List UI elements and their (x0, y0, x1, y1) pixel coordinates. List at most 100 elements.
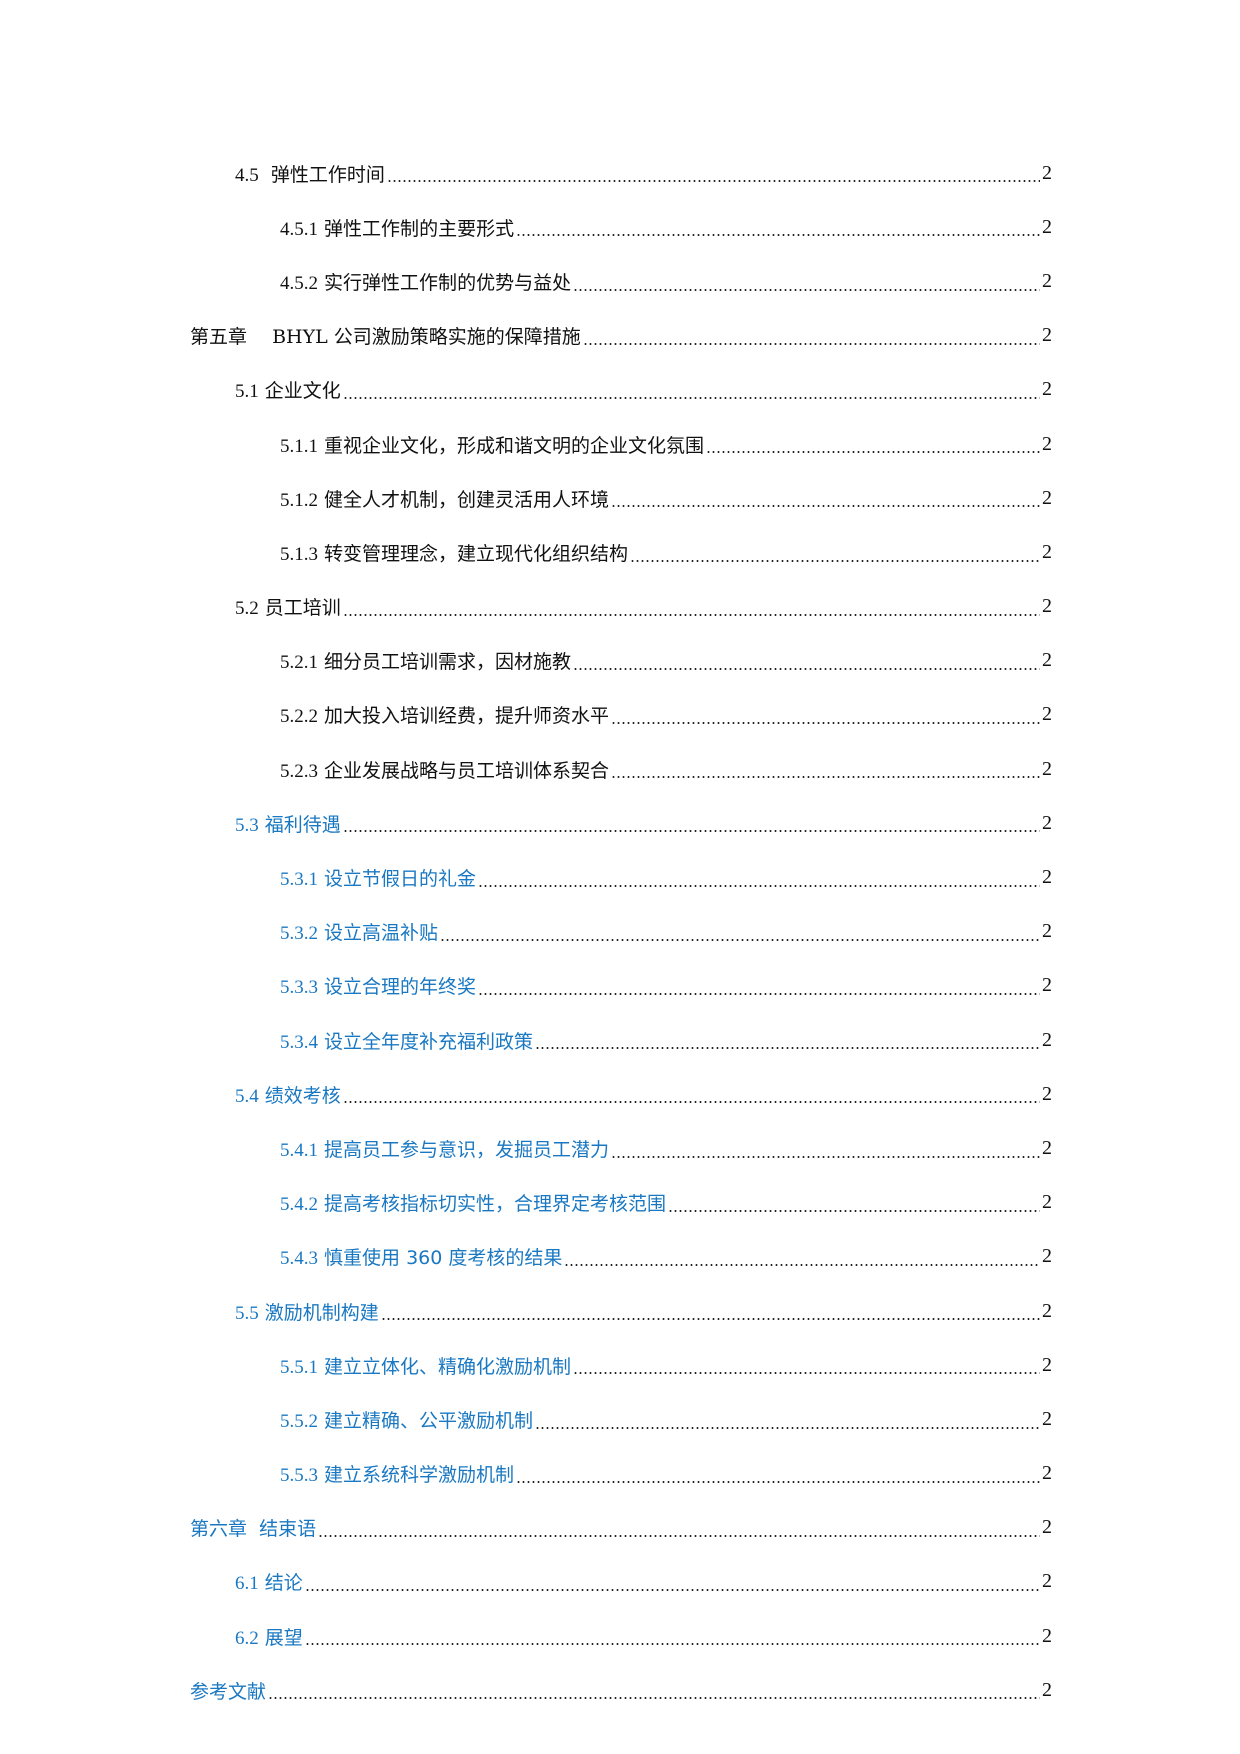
dot-leader (304, 1643, 1040, 1646)
toc-entry-number: 6.2 (235, 1627, 259, 1649)
toc-entry-number: 第五章 (190, 327, 248, 349)
toc-entry-label: 5.4.3 慎重使用 360 度考核的结果 (280, 1243, 562, 1270)
toc-entry-6.1[interactable]: 6.1 结论 2 (0, 1555, 1240, 1609)
toc-entry-第六章[interactable]: 第六章 结束语 2 (0, 1501, 1240, 1555)
toc-entry-page-number: 2 (1042, 595, 1052, 618)
dot-leader (516, 234, 1040, 237)
toc-entry-label: 5.3.1 设立节假日的礼金 (280, 864, 476, 891)
toc-entry-title: 激励机制构建 (264, 1301, 379, 1324)
dot-leader (342, 396, 1040, 399)
dot-leader (630, 559, 1040, 562)
dot-leader (611, 722, 1040, 725)
toc-entry-5.1.1[interactable]: 5.1.1 重视企业文化，形成和谐文明的企业文化氛围 2 (0, 417, 1240, 471)
toc-entry-第五章[interactable]: 第五章 BHYL 公司激励策略实施的保障措施 2 (0, 309, 1240, 363)
dot-leader (342, 613, 1040, 616)
toc-entry-title: 实行弹性工作制 (324, 271, 458, 294)
toc-entry-label: 5.4.2 提高考核指标切实性，合理界定考核范围 (280, 1189, 666, 1216)
toc-entry-title-emphasis: 慎重使用 360 度考核的结果 (324, 1247, 563, 1270)
dot-leader (304, 1589, 1040, 1592)
toc-entry-5.4[interactable]: 5.4 绩效考核 2 (0, 1067, 1240, 1121)
toc-entry-page-number: 2 (1042, 324, 1052, 347)
toc-entry-5.5[interactable]: 5.5 激励机制构建 2 (0, 1284, 1240, 1338)
toc-entry-5.2[interactable]: 5.2 员工培训 2 (0, 580, 1240, 634)
toc-entry-label: 4.5.1 弹性工作制的主要形式 (280, 214, 514, 241)
toc-entry-page-number: 2 (1042, 1462, 1052, 1485)
toc-entry-number: 5.2.1 (280, 652, 318, 674)
toc-entry-5.1.3[interactable]: 5.1.3 转变管理理念，建立现代化组织结构 2 (0, 525, 1240, 579)
toc-entry-title-emphasis: 设立节假日的礼金 (324, 868, 477, 891)
toc-entry-number: 5.3.1 (280, 869, 318, 891)
toc-entry-label: 5.5.3 建立系统科学激励机制 (280, 1460, 514, 1487)
toc-entry-5.1.2[interactable]: 5.1.2 健全人才机制，创建灵活用人环境 2 (0, 471, 1240, 525)
toc-entry-label: 5.1 企业文化 (235, 376, 341, 403)
toc-entry-page-number: 2 (1042, 1516, 1052, 1539)
toc-entry-label: 5.4.1 提高员工参与意识，发掘员工潜力 (280, 1135, 609, 1162)
toc-entry-number: 5.3.4 (280, 1031, 318, 1053)
dot-leader (478, 884, 1040, 887)
toc-entry-label: 参考文献 (190, 1677, 266, 1704)
toc-entry-page-number: 2 (1042, 432, 1052, 455)
toc-entry-5.3[interactable]: 5.3 福利待遇 2 (0, 796, 1240, 850)
toc-entry-title: 企业文化 (264, 380, 341, 403)
toc-entry-5.5.3[interactable]: 5.5.3 建立系统科学激励机制 2 (0, 1447, 1240, 1501)
toc-entry-title: 员工培训 (264, 597, 341, 620)
toc-entry-title: BHYL 公司激励策略实施的保障措施 (272, 326, 581, 349)
toc-entry-6.2[interactable]: 6.2 展望 2 (0, 1609, 1240, 1663)
toc-entry-5.3.3[interactable]: 5.3.3 设立合理的年终奖 2 (0, 959, 1240, 1013)
toc-entry-title: 建立系统科学激励机制 (324, 1464, 515, 1487)
toc-entry-label: 第六章 结束语 (190, 1514, 316, 1541)
toc-entry-title: 结论 (264, 1572, 303, 1595)
toc-entry-page-number: 2 (1042, 1353, 1052, 1376)
toc-entry-title: 弹性工作时间 (270, 163, 385, 186)
toc-entry-5.4.3[interactable]: 5.4.3 慎重使用 360 度考核的结果 2 (0, 1230, 1240, 1284)
toc-entry-5.2.1[interactable]: 5.2.1 细分员工培训需求，因材施教 2 (0, 634, 1240, 688)
toc-entry-5.3.2[interactable]: 5.3.2 设立高温补贴 2 (0, 905, 1240, 959)
toc-entry-number: 5.3.3 (280, 977, 318, 999)
toc-entry-page-number: 2 (1042, 540, 1052, 563)
toc-entry-5.5.1[interactable]: 5.5.1 建立立体化、精确化激励机制 2 (0, 1338, 1240, 1392)
toc-entry-label: 5.3.3 设立合理的年终奖 (280, 972, 476, 999)
toc-entry-page-number: 2 (1042, 1299, 1052, 1322)
toc-entry-number: 4.5 (235, 164, 259, 186)
toc-entry-label: 5.5.1 建立立体化、精确化激励机制 (280, 1352, 571, 1379)
toc-entry-title-emphasis: 的主要形式 (419, 217, 515, 240)
dot-leader (573, 288, 1040, 291)
toc-entry-5.1[interactable]: 5.1 企业文化 2 (0, 363, 1240, 417)
toc-entry-number: 5.1.3 (280, 543, 318, 565)
toc-entry-5.3.4[interactable]: 5.3.4 设立全年度补充福利政策 2 (0, 1013, 1240, 1067)
dot-leader (573, 667, 1040, 670)
toc-entry-label: 第五章 BHYL 公司激励策略实施的保障措施 (190, 322, 581, 349)
dot-leader (611, 505, 1040, 508)
toc-entry-参考文献[interactable]: 参考文献 2 (0, 1663, 1240, 1717)
toc-entry-4.5.1[interactable]: 4.5.1 弹性工作制的主要形式 2 (0, 200, 1240, 254)
toc-entry-5.4.2[interactable]: 5.4.2 提高考核指标切实性，合理界定考核范围 2 (0, 1176, 1240, 1230)
toc-entry-title-emphasis: 重视企业文化，形成和谐文明的企业文化氛围 (324, 434, 705, 457)
toc-entry-label: 6.2 展望 (235, 1623, 303, 1650)
toc-entry-5.2.2[interactable]: 5.2.2 加大投入培训经费，提升师资水平 2 (0, 688, 1240, 742)
toc-entry-5.2.3[interactable]: 5.2.3 企业发展战略与员工培训体系契合 2 (0, 742, 1240, 796)
toc-entry-page-number: 2 (1042, 811, 1052, 834)
toc-entry-number: 5.3 (235, 814, 259, 836)
toc-entry-4.5[interactable]: 4.5 弹性工作时间 2 (0, 146, 1240, 200)
toc-entry-number: 5.2.2 (280, 706, 318, 728)
toc-entry-number: 5.4 (235, 1085, 259, 1107)
dot-leader (564, 1263, 1040, 1266)
dot-leader (380, 1318, 1040, 1321)
toc-entry-title-emphasis: 健全人才机制，创建灵活用人环境 (324, 488, 610, 511)
toc-entry-page-number: 2 (1042, 974, 1052, 997)
toc-entry-label: 5.2.3 企业发展战略与员工培训体系契合 (280, 756, 609, 783)
table-of-contents: 4.5 弹性工作时间 2 4.5.1 弹性工作制的主要形式 2 4.5.2 实行… (0, 146, 1240, 1717)
toc-entry-5.4.1[interactable]: 5.4.1 提高员工参与意识，发掘员工潜力 2 (0, 1121, 1240, 1175)
toc-entry-number: 5.5.3 (280, 1465, 318, 1487)
dot-leader (318, 1534, 1040, 1537)
dot-leader (516, 1480, 1040, 1483)
toc-entry-4.5.2[interactable]: 4.5.2 实行弹性工作制的优势与益处 2 (0, 254, 1240, 308)
toc-entry-title: 福利待遇 (264, 813, 341, 836)
toc-entry-5.3.1[interactable]: 5.3.1 设立节假日的礼金 2 (0, 850, 1240, 904)
toc-entry-title-emphasis: 的优势与益处 (457, 271, 572, 294)
toc-entry-title-emphasis: 设立全年度补充福利政策 (324, 1030, 534, 1053)
toc-entry-page-number: 2 (1042, 1624, 1052, 1647)
toc-entry-label: 5.4 绩效考核 (235, 1081, 341, 1108)
toc-entry-5.5.2[interactable]: 5.5.2 建立精确、公平激励机制 2 (0, 1392, 1240, 1446)
toc-entry-label: 4.5.2 实行弹性工作制的优势与益处 (280, 268, 571, 295)
